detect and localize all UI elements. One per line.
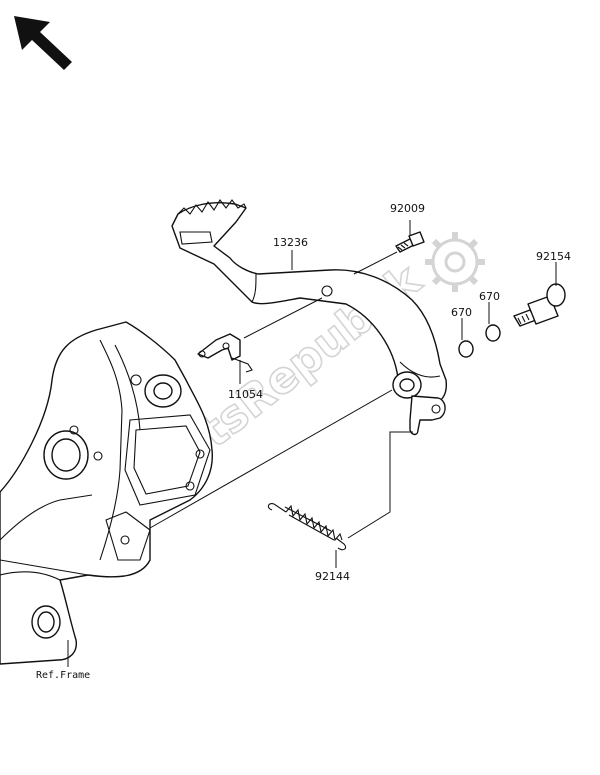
leader-lines: [67, 220, 557, 667]
part-labels: 92009 13236 92154 670 670 11054 92144 Re…: [36, 202, 571, 681]
spring-part: [267, 503, 347, 551]
pivot-bolt-part: [513, 283, 566, 327]
o-ring-part: [458, 324, 501, 358]
label-92154: 92154: [536, 250, 571, 263]
label-13236: 13236: [273, 236, 308, 249]
bolt-part: [395, 231, 425, 253]
label-670-b: 670: [479, 290, 500, 303]
bracket-part: [197, 333, 253, 373]
label-92009: 92009: [390, 202, 425, 215]
label-92144: 92144: [315, 570, 350, 583]
frame-part: [0, 321, 213, 665]
label-670-a: 670: [451, 306, 472, 319]
label-ref-frame: Ref.Frame: [36, 670, 90, 681]
arrow-up-left-icon: [14, 16, 72, 70]
gear-icon: [425, 232, 485, 292]
label-11054: 11054: [228, 388, 263, 401]
